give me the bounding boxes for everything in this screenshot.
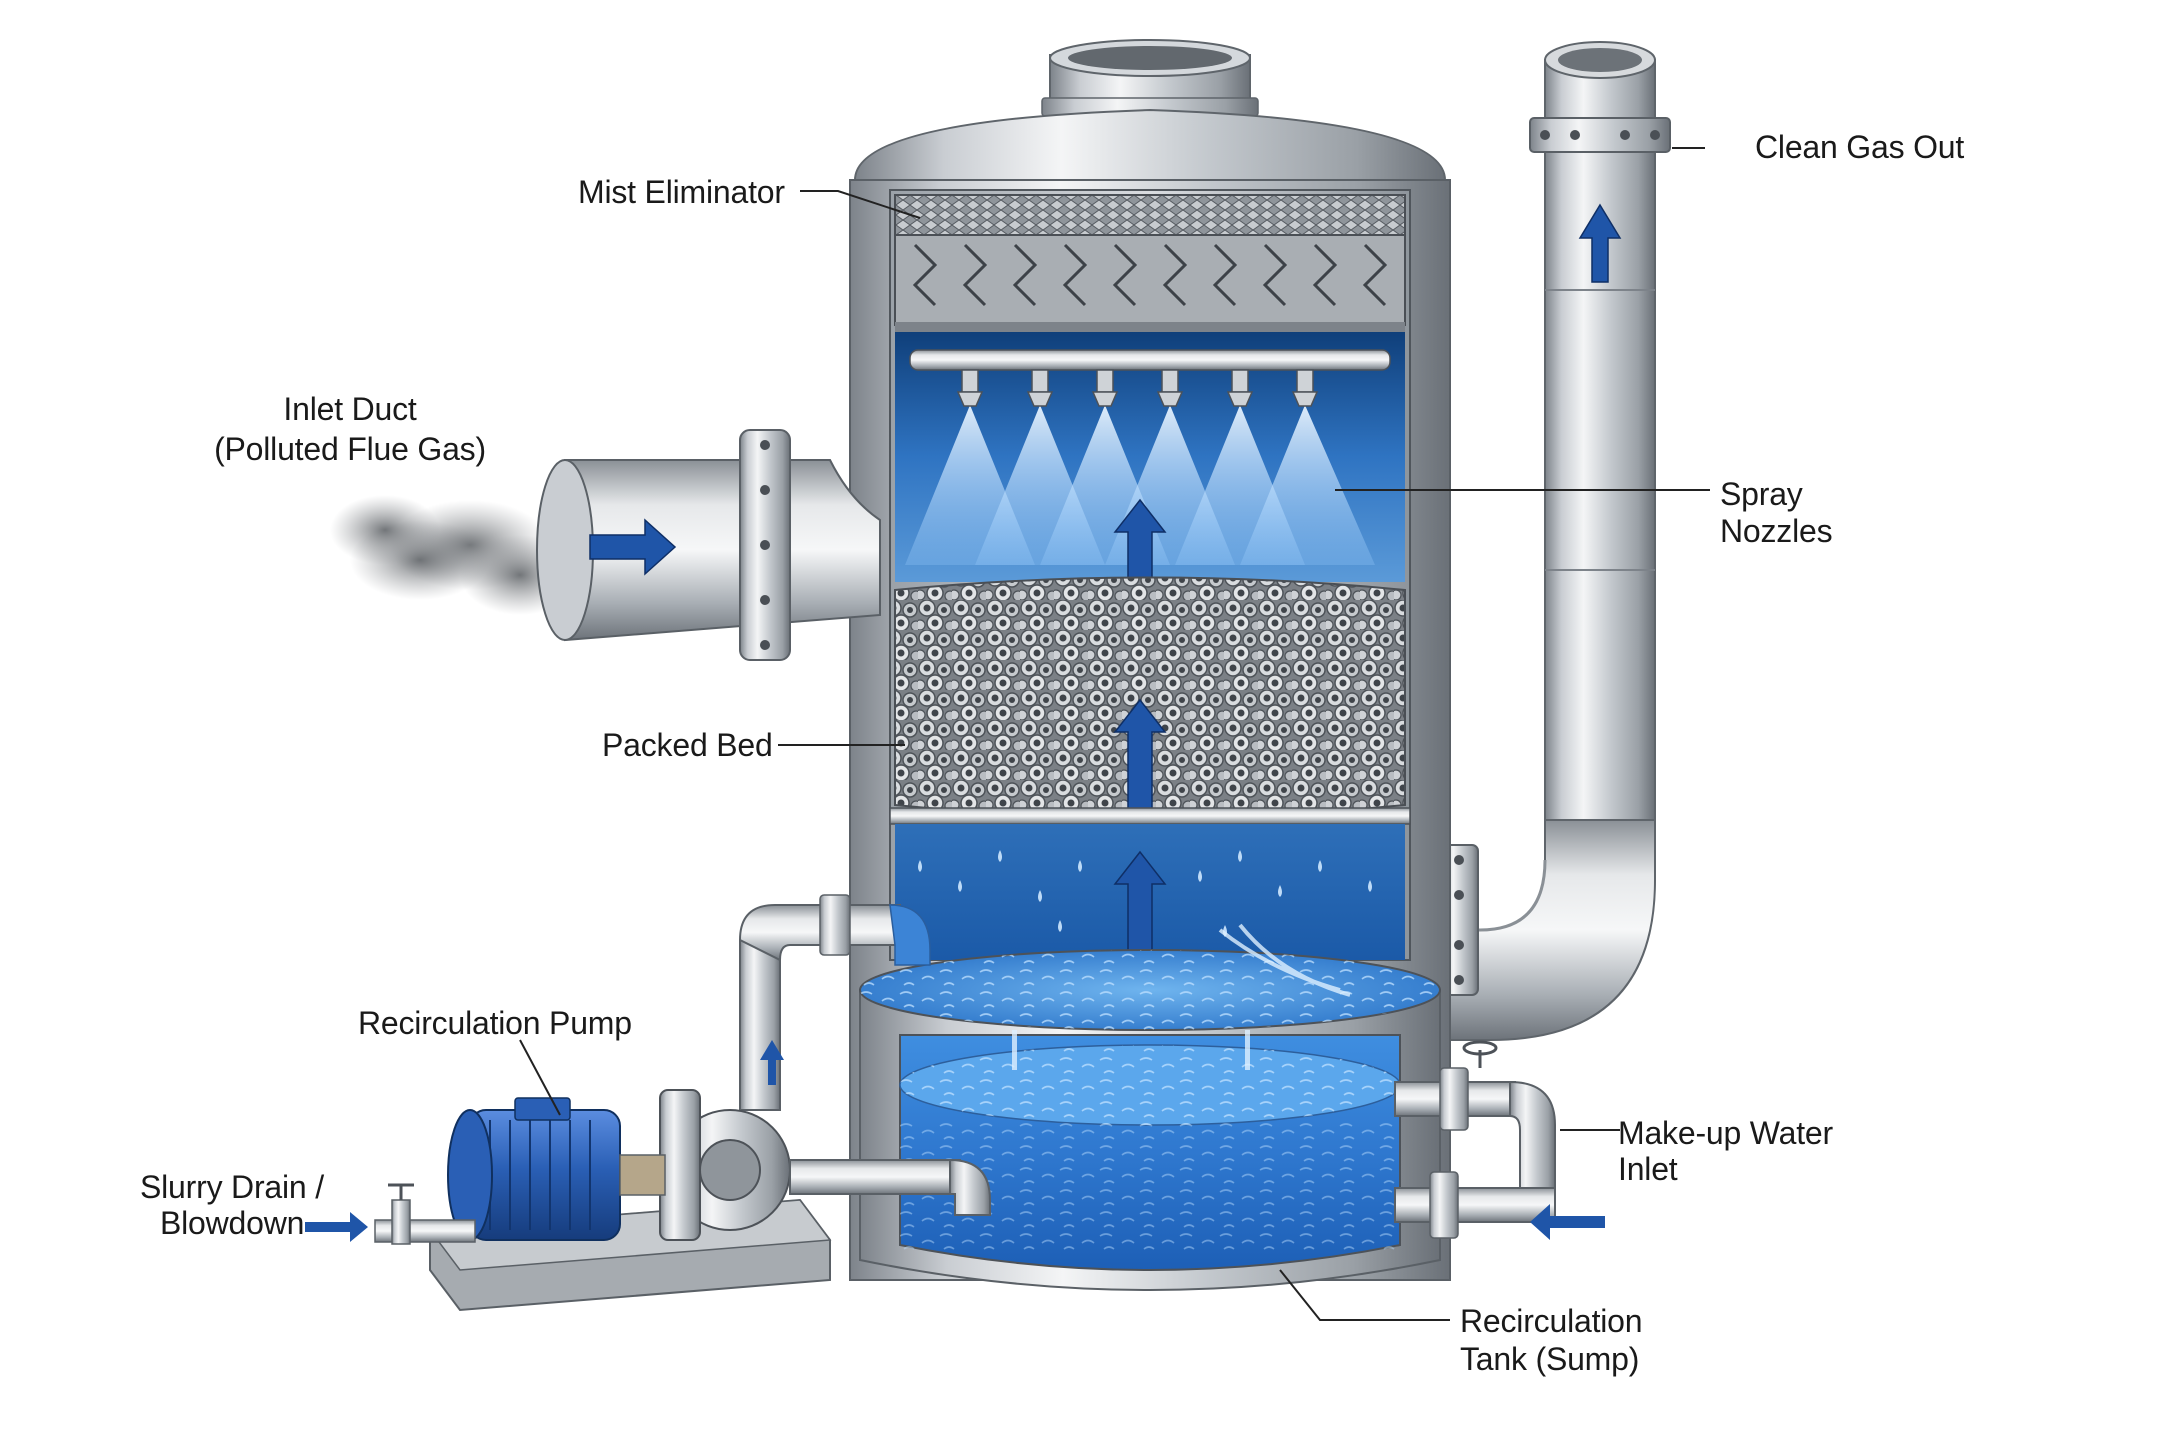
- clean-gas-flow-arrow: [1578, 203, 1622, 283]
- inlet-duct: [330, 429, 881, 661]
- inlet-flow-arrow: [589, 518, 677, 576]
- label-recirculation-pump: Recirculation Pump: [358, 1005, 632, 1041]
- label-spray-nozzles-line2: Nozzles: [1720, 513, 1833, 549]
- label-spray-nozzles-line1: Spray: [1720, 476, 1803, 512]
- label-slurry-drain-line2: Blowdown: [160, 1205, 305, 1241]
- leader-lines: [519, 147, 1710, 1321]
- label-clean-gas-out: Clean Gas Out: [1755, 129, 1965, 165]
- label-inlet-duct-sub: (Polluted Flue Gas): [214, 431, 486, 467]
- makeup-water-piping: [1394, 1040, 1605, 1240]
- label-mist-eliminator: Mist Eliminator: [578, 174, 785, 210]
- label-packed-bed: Packed Bed: [602, 727, 773, 763]
- recirculation-tank: [859, 923, 1441, 1291]
- label-makeup-water-line1: Make-up Water: [1618, 1115, 1833, 1151]
- label-inlet-duct: Inlet Duct: [283, 391, 417, 427]
- label-tank-line2: Tank (Sump): [1460, 1341, 1640, 1377]
- pump-assembly: [374, 894, 991, 1312]
- drain-arrow: [305, 1212, 368, 1242]
- pump-flow-arrow: [760, 1040, 784, 1085]
- makeup-water-arrow: [1530, 1204, 1605, 1240]
- spray-zone: [895, 332, 1405, 589]
- packed-bed: [889, 576, 1411, 825]
- label-tank-line1: Recirculation: [1460, 1303, 1643, 1339]
- lower-zone: [895, 824, 1405, 963]
- scrubber-tower: [849, 39, 1451, 1291]
- mist-eliminator: [894, 194, 1406, 332]
- label-slurry-drain-line1: Slurry Drain /: [140, 1169, 324, 1205]
- label-makeup-water-line2: Inlet: [1618, 1151, 1678, 1187]
